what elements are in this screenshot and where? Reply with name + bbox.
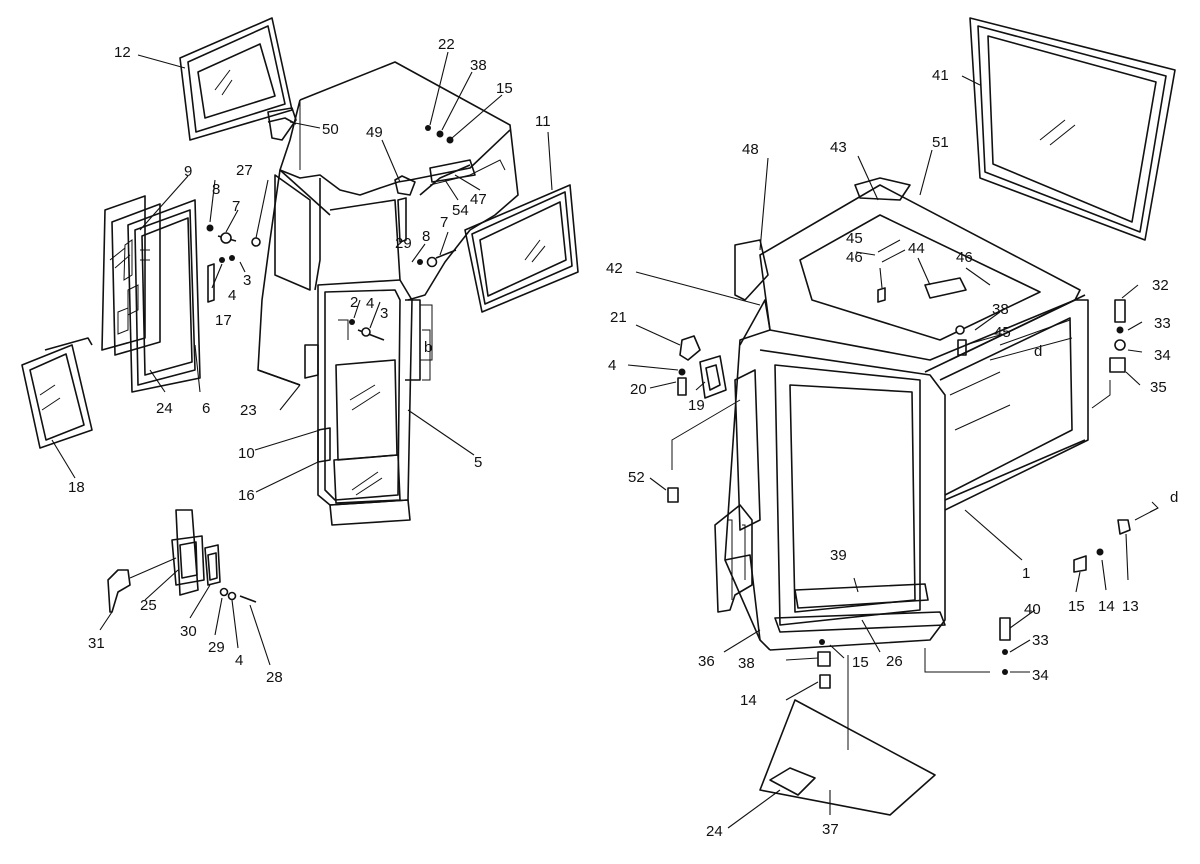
callout-label: 14 (1098, 598, 1115, 615)
callout-label: 20 (630, 381, 647, 398)
callout-label: 4 (366, 295, 374, 312)
right-cab-assembly (627, 17, 1176, 829)
callout-label: 24 (156, 400, 173, 417)
callout-label: 45 (846, 230, 863, 247)
callout-label: 2 (350, 294, 358, 311)
callout-label: 46 (846, 249, 863, 266)
callout-label: 33 (1154, 315, 1171, 332)
callout-label: 52 (628, 469, 645, 486)
cab-body-left (257, 61, 519, 386)
callout-label: 28 (266, 669, 283, 686)
callout-label: 11 (535, 113, 551, 130)
callout-label: 15 (852, 654, 869, 671)
door-frame-left (304, 279, 431, 526)
latch-assembly (107, 509, 257, 613)
callout-label: 34 (1032, 667, 1049, 684)
callout-label: 38 (992, 301, 1009, 318)
callout-label: 45 (994, 324, 1011, 341)
callout-label: 46 (956, 249, 973, 266)
reference-markers: b d d (424, 339, 1178, 506)
callout-label: 18 (68, 479, 85, 496)
callout-label: 48 (742, 141, 759, 158)
callout-label: 51 (932, 134, 949, 151)
window-12 (179, 17, 297, 141)
callout-label: 3 (380, 305, 388, 322)
window-11 (464, 184, 579, 313)
callout-label: 37 (822, 821, 839, 838)
callout-label: 8 (422, 228, 430, 245)
callout-label: 25 (140, 597, 157, 614)
roof-frame (759, 177, 1081, 361)
callout-label: 16 (238, 487, 255, 504)
callout-label: 6 (202, 400, 210, 417)
callout-label: 12 (114, 44, 131, 61)
marker-d: d (1034, 343, 1042, 360)
callout-label: 19 (688, 397, 705, 414)
callout-label: 7 (232, 198, 240, 215)
callout-label: 40 (1024, 601, 1041, 618)
callout-label: 4 (228, 287, 236, 304)
callout-label: 54 (452, 202, 469, 219)
callout-label: 33 (1032, 632, 1049, 649)
callout-label: 15 (1068, 598, 1085, 615)
callout-label: 27 (236, 162, 253, 179)
callout-label: 9 (184, 163, 192, 180)
callout-label: 50 (322, 121, 339, 138)
marker-b: b (424, 339, 432, 356)
callout-label: 29 (395, 235, 412, 252)
marker-d: d (1170, 489, 1178, 506)
callout-label: 42 (606, 260, 623, 277)
callout-label: 14 (740, 692, 757, 709)
callout-label: 29 (208, 639, 225, 656)
callout-label: 31 (88, 635, 105, 652)
callout-label: 4 (235, 652, 243, 669)
callout-label: 43 (830, 139, 847, 156)
fasteners-right (667, 299, 1131, 689)
callout-labels: 12 50 22 38 15 11 49 27 9 8 7 8 7 29 54 … (68, 36, 1171, 840)
callout-label: 10 (238, 445, 255, 462)
callout-label: 34 (1154, 347, 1171, 364)
callout-label: 47 (470, 191, 487, 208)
callout-label: 22 (438, 36, 455, 53)
fasteners-left (206, 117, 476, 341)
callout-label: 41 (932, 67, 949, 84)
callout-label: 32 (1152, 277, 1169, 294)
callout-label: 49 (366, 124, 383, 141)
side-window-group (101, 195, 215, 393)
callout-label: 1 (1022, 565, 1030, 582)
callout-label: 44 (908, 240, 925, 257)
callout-label: 15 (496, 80, 513, 97)
leader-lines-left (51, 51, 553, 666)
callout-label: 38 (738, 655, 755, 672)
leader-lines-right (627, 75, 1159, 829)
callout-label: 24 (706, 823, 723, 840)
callout-label: 4 (608, 357, 616, 374)
callout-label: 35 (1150, 379, 1167, 396)
callout-label: 36 (698, 653, 715, 670)
panel-25 (714, 504, 753, 613)
window-41 (969, 17, 1176, 241)
callout-label: 17 (215, 312, 232, 329)
callout-label: 3 (243, 272, 251, 289)
cab-frame-right (724, 239, 1089, 651)
left-cab-assembly (21, 17, 579, 666)
callout-label: 38 (470, 57, 487, 74)
callout-label: 21 (610, 309, 627, 326)
callout-label: 30 (180, 623, 197, 640)
callout-label: 39 (830, 547, 847, 564)
callout-label: 13 (1122, 598, 1139, 615)
callout-label: 7 (440, 214, 448, 231)
bottom-plate (759, 655, 936, 816)
callout-label: 8 (212, 181, 220, 198)
callout-label: 23 (240, 402, 257, 419)
callout-label: 26 (886, 653, 903, 670)
callout-label: 5 (474, 454, 482, 471)
window-18 (21, 337, 93, 449)
